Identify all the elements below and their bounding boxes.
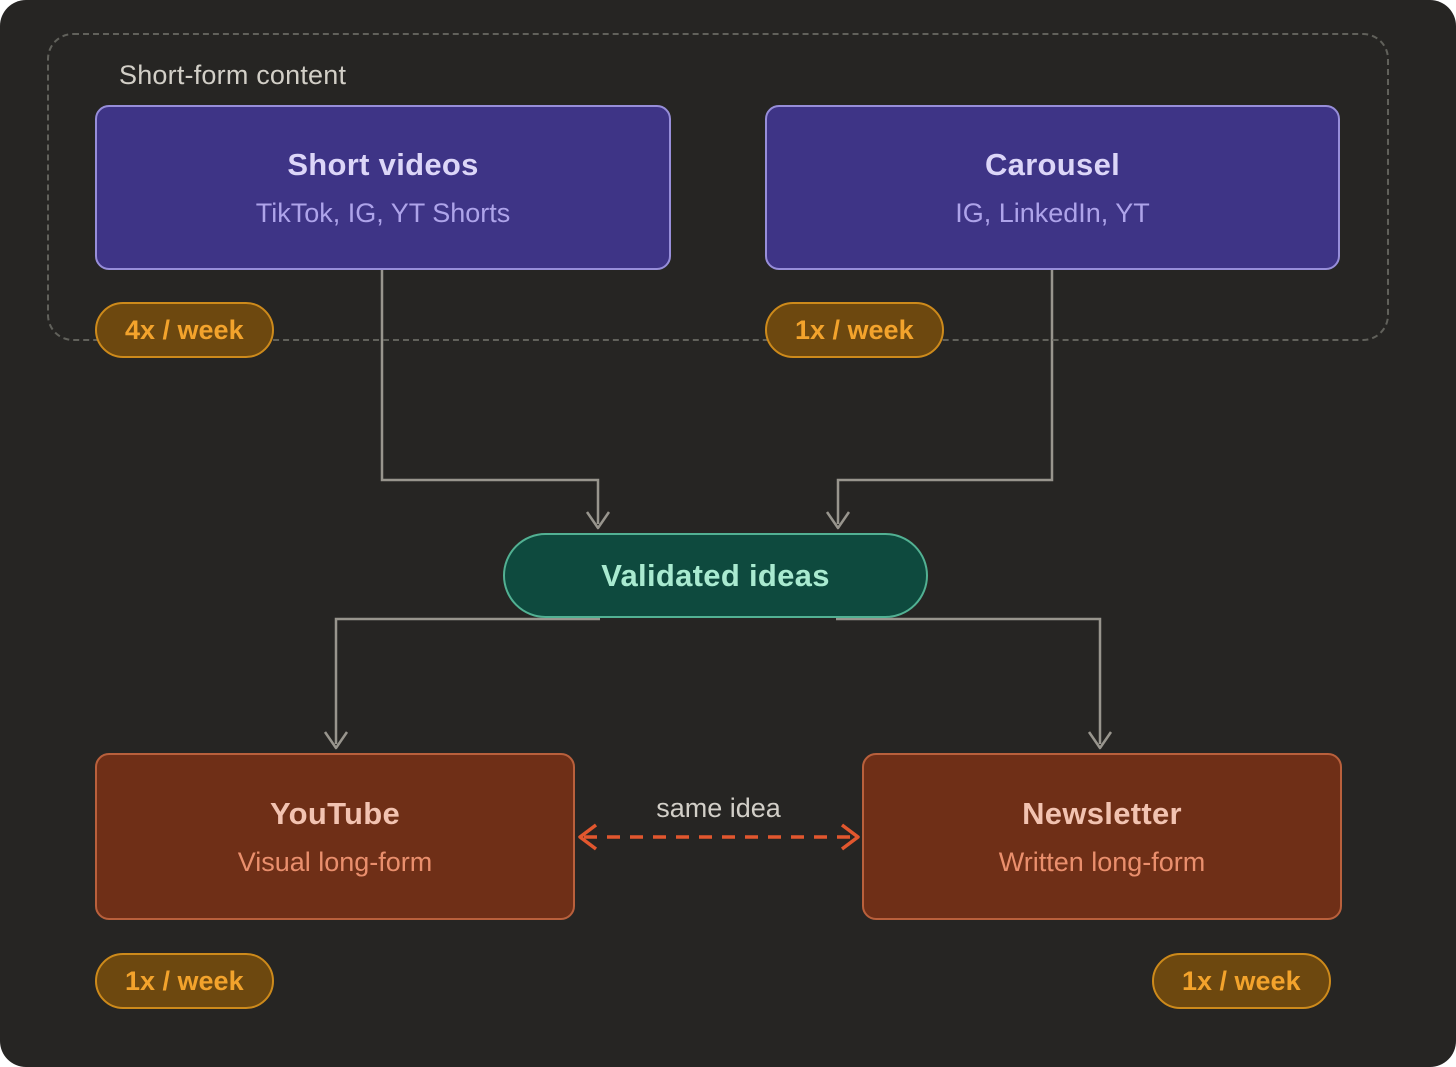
edge-validated-to-youtube — [334, 617, 600, 744]
arrowhead-down-icon — [1087, 731, 1113, 750]
edge-label-same-idea: same idea — [656, 793, 781, 823]
badge-short-videos-frequency: 4x / week — [95, 302, 274, 358]
edge-validated-to-newsletter — [836, 617, 1102, 744]
edge-short-videos-to-validated — [380, 270, 600, 524]
node-subtitle: Written long-form — [998, 846, 1206, 877]
badge-newsletter-frequency: 1x / week — [1152, 953, 1331, 1009]
group-label: Short-form content — [119, 60, 347, 90]
badge-youtube-frequency: 1x / week — [95, 953, 274, 1009]
node-title: Carousel — [984, 146, 1121, 182]
node-carousel: Carousel IG, LinkedIn, YT — [765, 105, 1340, 270]
edge-carousel-to-validated — [836, 270, 1054, 524]
node-title: YouTube — [269, 795, 401, 831]
node-title: Short videos — [287, 146, 479, 182]
short-form-content-group — [47, 33, 1389, 341]
node-newsletter: Newsletter Written long-form — [862, 753, 1342, 920]
node-subtitle: IG, LinkedIn, YT — [955, 197, 1150, 228]
arrowhead-right-icon — [840, 823, 860, 851]
node-short-videos: Short videos TikTok, IG, YT Shorts — [95, 105, 671, 270]
arrowhead-down-icon — [323, 731, 349, 750]
node-youtube: YouTube Visual long-form — [95, 753, 575, 920]
node-title: Newsletter — [1022, 795, 1182, 831]
arrowhead-left-icon — [578, 823, 598, 851]
badge-carousel-frequency: 1x / week — [765, 302, 944, 358]
node-validated-ideas: Validated ideas — [503, 533, 928, 618]
node-title: Validated ideas — [601, 557, 830, 593]
node-subtitle: TikTok, IG, YT Shorts — [255, 197, 511, 228]
node-subtitle: Visual long-form — [237, 846, 433, 877]
arrowhead-down-icon — [585, 511, 611, 530]
arrowhead-down-icon — [825, 511, 851, 530]
